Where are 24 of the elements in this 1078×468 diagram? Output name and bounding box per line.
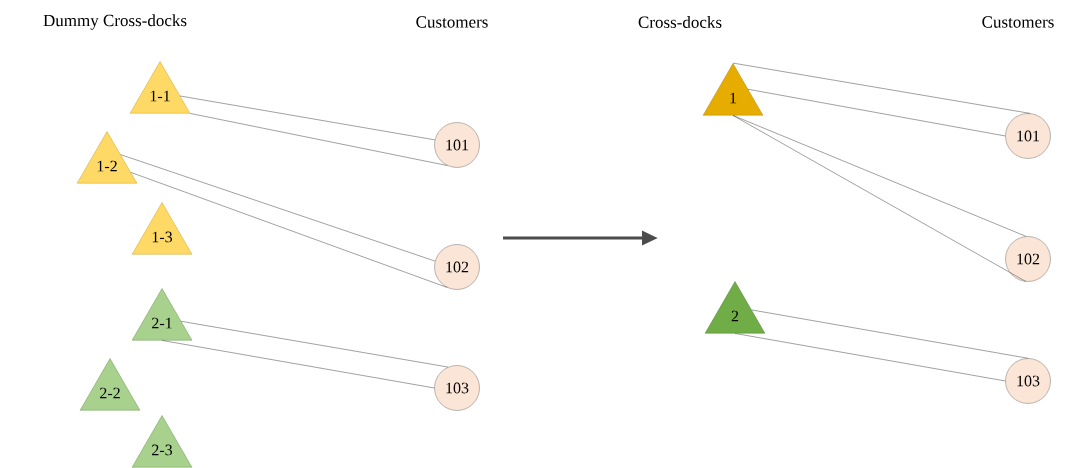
connector-line: [120, 154, 436, 262]
connector-line: [734, 333, 1006, 382]
connector-line: [180, 321, 449, 368]
connector-line: [130, 172, 448, 288]
cross-dock-triangle: 1-1: [129, 61, 191, 114]
cross-dock-triangle: 1: [702, 63, 764, 116]
connector-line: [751, 309, 1029, 359]
cross-dock-triangle: 2-3: [131, 415, 193, 468]
connector-line: [732, 115, 1027, 282]
connector-line: [190, 113, 448, 166]
connector-line: [732, 115, 1027, 237]
column-heading: Dummy Cross-docks: [43, 14, 187, 30]
connector-line: [161, 340, 435, 389]
connector-line: [732, 62, 1031, 114]
column-heading: Customers: [416, 16, 488, 28]
cross-dock-triangle: 1-3: [131, 202, 193, 255]
cross-dock-triangle: 2-1: [131, 288, 193, 341]
connector-line: [747, 89, 1006, 137]
column-heading: Cross-docks: [638, 16, 722, 28]
cross-dock-triangle: 2-2: [79, 358, 141, 411]
connector-line: [179, 95, 436, 141]
column-heading: Customers: [982, 16, 1054, 28]
cross-dock-triangle: 1-2: [76, 131, 138, 184]
cross-dock-triangle: 2: [704, 281, 766, 334]
